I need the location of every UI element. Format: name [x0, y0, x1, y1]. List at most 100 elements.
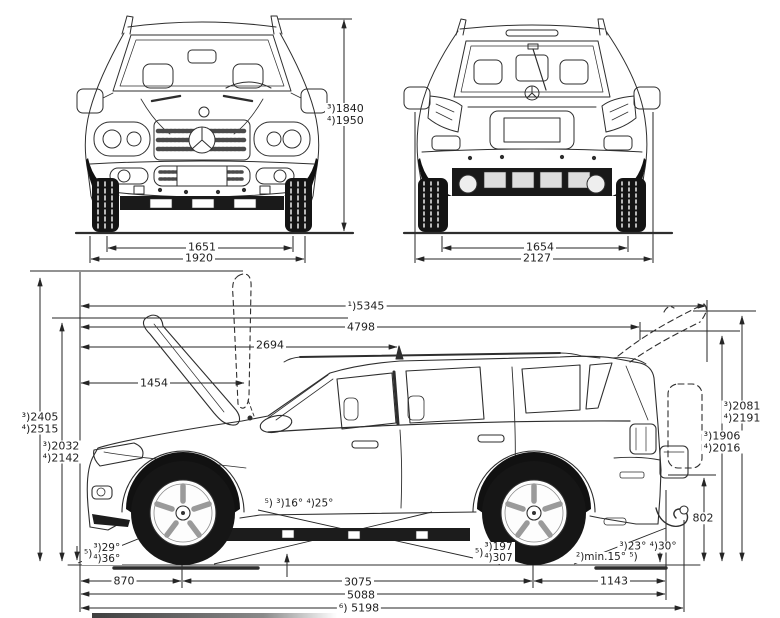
front-height-label: ³)1840 ⁴)1950	[325, 103, 366, 126]
front-overhang-label: 870	[111, 574, 137, 588]
trailer-hitch	[655, 507, 689, 527]
door-handle-front	[351, 440, 379, 449]
hood-open-vertical	[232, 273, 252, 409]
height-2081-label: ³)2081 ⁴)2191	[721, 399, 763, 424]
running-board	[200, 528, 470, 541]
overall-length-label: ¹)5345	[345, 299, 387, 313]
approach-footnote: ⁵)	[84, 547, 93, 560]
windshield	[112, 34, 292, 92]
wheelbase-label: 3075	[342, 575, 374, 589]
headrest-left	[142, 63, 174, 89]
approach-angle-label: ⁵) ³)29° ⁴)36°	[82, 542, 123, 565]
height-2032-line2: ⁴)2142	[42, 451, 80, 464]
side-mirror-left	[76, 88, 104, 114]
foglight-left	[109, 167, 149, 185]
departure-angle-label: ³)23° ⁴)30°	[617, 540, 679, 553]
foglight	[91, 485, 113, 500]
rear-overhang-label: 1143	[598, 574, 630, 588]
height-2081-line1: ³)2081	[723, 399, 761, 413]
height-2032-label: ³)2032 ⁴)2142	[40, 439, 82, 464]
tow-point-left	[458, 174, 478, 194]
taillight-left	[427, 95, 463, 133]
wipers	[150, 94, 254, 103]
exhaust-tip	[603, 517, 627, 526]
front-door-window	[336, 372, 397, 430]
breakover-angle-label: ⁵) ³)16° ⁴)25°	[262, 497, 336, 510]
steering-wheel	[225, 81, 272, 89]
height-2081-line2: ⁴)2191	[723, 411, 761, 424]
windshield	[267, 374, 334, 421]
length-5198-label: ⁶) 5198	[336, 601, 382, 615]
tire-rear-right	[616, 178, 646, 232]
headlight-left	[93, 121, 151, 157]
tire-rear-left	[418, 178, 448, 232]
rear-window	[453, 40, 611, 98]
license-plate	[176, 165, 228, 187]
tailgate-open	[617, 303, 707, 469]
front-height-line1: ³)1840	[327, 102, 364, 115]
rear-width-label: 2127	[521, 251, 553, 265]
quarter-window	[521, 364, 581, 414]
headlight-right	[253, 121, 311, 157]
front-width-label: 1920	[183, 251, 215, 265]
rear-wiper	[532, 48, 547, 91]
height-1906-line2: ⁴)2016	[703, 441, 741, 454]
foglight-right	[255, 167, 295, 185]
ground-clearance-label: ⁵) ³)197 ⁴)307	[473, 542, 515, 564]
front-view-drawing	[74, 15, 355, 235]
hitch-ball	[679, 505, 689, 515]
headrest-right	[232, 63, 264, 89]
side-mirror	[259, 414, 293, 434]
height-2032-line1: ³)2032	[42, 439, 80, 453]
mercedes-star-icon	[524, 85, 540, 101]
dim-1454-label: 1454	[138, 376, 170, 390]
sill-height-label: 802	[690, 511, 716, 525]
taillight	[629, 423, 657, 455]
front-wheel-spokes	[154, 483, 212, 538]
rear-view-drawing	[402, 18, 674, 235]
rear-door-window	[405, 366, 485, 424]
length-5088-label: 5088	[345, 588, 377, 602]
clearance-line2: ⁴)307	[484, 552, 513, 564]
roof-antenna	[395, 345, 404, 360]
length-4798-label: 4798	[345, 320, 377, 334]
license-plate	[503, 117, 561, 143]
height-2405-line2: ⁴)2515	[21, 422, 59, 435]
roof-spoiler	[611, 357, 647, 365]
b-pillar	[392, 370, 400, 426]
height-1906-label: ³)1906 ⁴)2016	[701, 429, 743, 454]
height-2405-line1: ³)2405	[21, 410, 59, 424]
d-pillar-window	[585, 362, 613, 410]
dim-2694-label: 2694	[254, 338, 286, 352]
door-handle-rear	[477, 434, 505, 443]
ramp-angle-label: ²)min.15° ⁵)	[574, 551, 640, 563]
rear-wheel-arch	[472, 450, 596, 513]
scan-artifact	[92, 613, 337, 618]
headlight	[93, 442, 144, 467]
side-mirror-right	[300, 88, 328, 114]
tow-point-right	[586, 174, 606, 194]
hood-open-mid	[142, 314, 241, 426]
grille	[153, 119, 251, 161]
taillight-right	[601, 95, 637, 133]
approach-line1: ³)29°	[93, 542, 121, 554]
hood-hinge	[247, 415, 253, 421]
roof-rail	[299, 352, 561, 358]
height-1906-line1: ³)1906	[703, 429, 741, 443]
clearance-line1: ³)197	[484, 541, 513, 553]
approach-line2: ⁴)36°	[93, 553, 121, 565]
brake-light	[505, 29, 559, 37]
beltline	[267, 420, 631, 433]
roof-rail-left	[121, 15, 134, 35]
rearview-mirror	[187, 49, 217, 64]
side-view-drawing	[67, 273, 707, 570]
clearance-footnote: ⁵)	[475, 546, 484, 559]
front-wheel-arch	[121, 450, 245, 513]
roof-rail-right	[270, 15, 283, 35]
tailgate-panel	[659, 445, 689, 479]
height-2405-label: ³)2405 ⁴)2515	[19, 410, 61, 435]
mercedes-star-icon	[198, 106, 210, 118]
rear-wheel-spokes	[505, 483, 563, 538]
